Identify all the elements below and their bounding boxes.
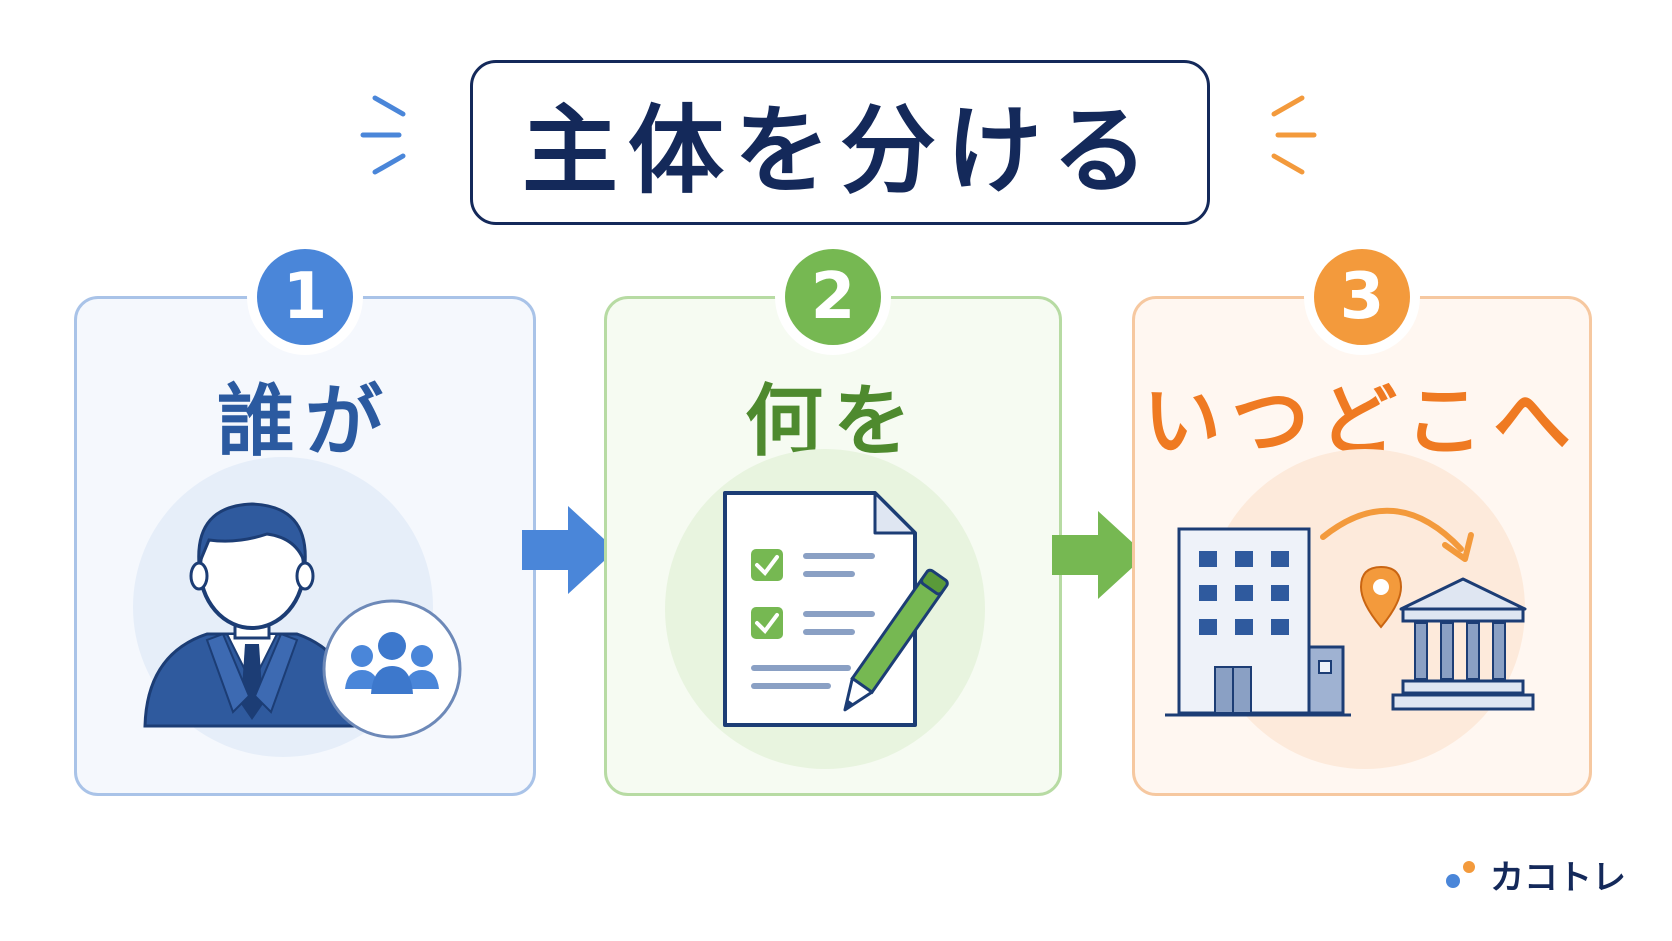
title-box: 主体を分ける: [470, 60, 1210, 225]
page-title: 主体を分ける: [522, 95, 1158, 207]
step-card-what: 2 何を: [604, 249, 1062, 796]
checklist-document-icon: [723, 491, 949, 727]
step-badge-1: 1: [257, 249, 353, 345]
arrow-right-icon: [1052, 511, 1146, 599]
spark-left-icon: [360, 95, 406, 175]
spark-right-icon: [1271, 95, 1317, 175]
brand-logo: カコトレ: [1444, 850, 1626, 899]
brand-dots-icon: [1446, 860, 1475, 888]
step-card-when-where: 3 いつどこへ: [1132, 249, 1592, 796]
businessman-icon: [143, 502, 462, 739]
transfer-icon: [1165, 507, 1535, 717]
arrow-right-icon: [522, 506, 616, 594]
brand-name: カコトレ: [1490, 858, 1626, 898]
step-badge-3: 3: [1314, 249, 1410, 345]
step-label-who: 誰が: [216, 377, 393, 467]
step-badge-2: 2: [785, 249, 881, 345]
step-card-who: 1 誰が: [74, 249, 536, 796]
